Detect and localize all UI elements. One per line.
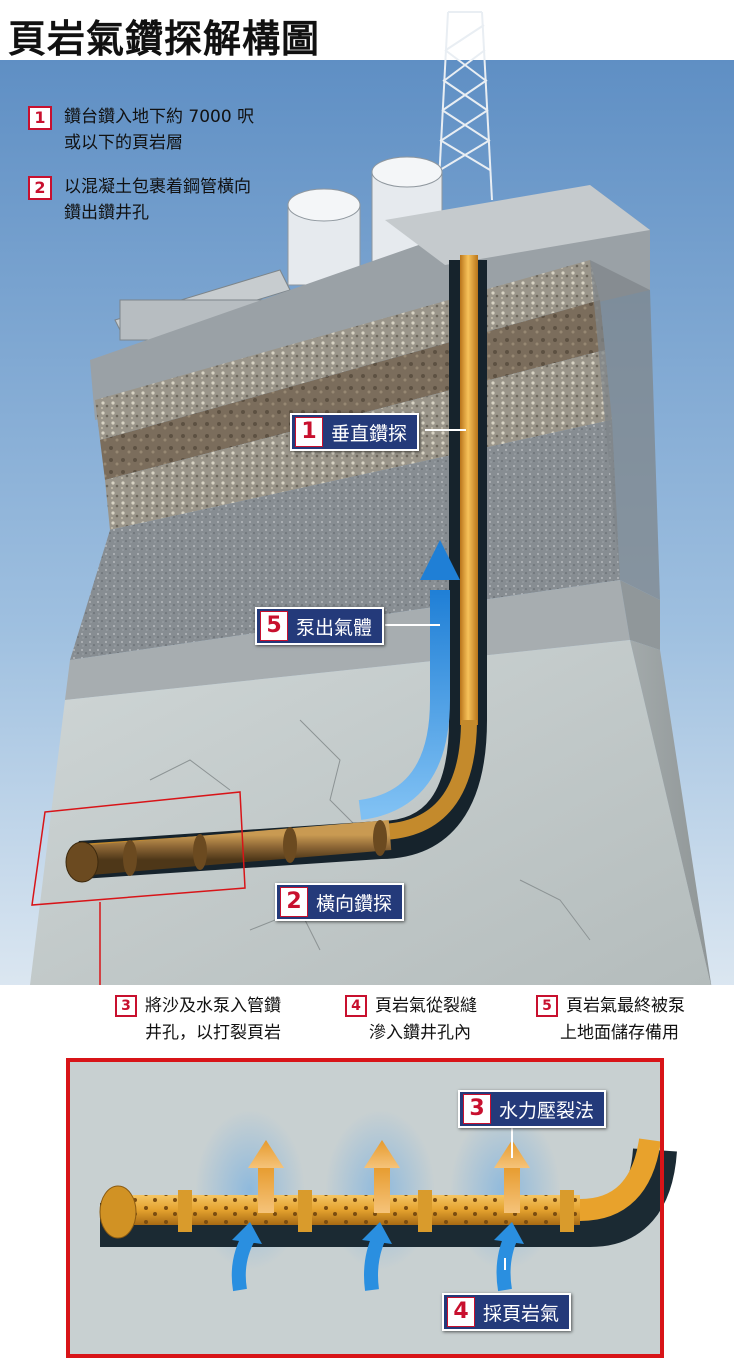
tag-gas-label: 採頁岩氣: [483, 1302, 560, 1325]
step-1: 1 鑽台鑽入地下約 7000 呎或以下的頁岩層: [28, 104, 254, 156]
bottom-step-4-line2: 滲入鑽井孔內: [369, 1023, 471, 1043]
bottom-step-4-line1: 頁岩氣從裂縫: [375, 996, 477, 1016]
tag-horizontal-number: 2: [280, 887, 308, 917]
horizontal-pipe: [65, 820, 392, 883]
bottom-step-5-line1: 頁岩氣最終被泵: [566, 996, 685, 1016]
step-2: 2 以混凝土包裹着鋼管橫向鑽出鑽井孔: [28, 174, 251, 226]
bottom-step-3-line2: 井孔，以打裂頁岩: [145, 1023, 281, 1043]
bottom-step-4: 4 頁岩氣從裂縫 滲入鑽井孔內: [345, 993, 477, 1047]
tag-pump-label: 泵出氣體: [296, 616, 373, 639]
tag-frack-number: 3: [463, 1094, 491, 1124]
bottom-step-3-number: 3: [115, 995, 137, 1017]
tag-horizontal-label: 橫向鑽探: [316, 892, 393, 915]
tag-vertical-number: 1: [295, 417, 323, 447]
tag-hydraulic-fracturing: 3 水力壓裂法: [458, 1090, 607, 1128]
bottom-step-3-line1: 將沙及水泵入管鑽: [145, 996, 281, 1016]
step-1-line1: 鑽台鑽入地下約 7000 呎: [64, 107, 255, 127]
step-2-line1: 以混凝土包裹着鋼管橫向: [64, 177, 251, 197]
bottom-step-3: 3 將沙及水泵入管鑽 井孔，以打裂頁岩: [115, 993, 281, 1047]
tag-pump-gas: 5 泵出氣體: [255, 607, 385, 645]
tag-horizontal-drilling: 2 橫向鑽探: [275, 883, 405, 921]
tag-pump-number: 5: [260, 611, 288, 641]
tag-frack-label: 水力壓裂法: [499, 1099, 595, 1122]
step-1-line2: 或以下的頁岩層: [64, 133, 183, 153]
step-2-line2: 鑽出鑽井孔: [64, 203, 149, 223]
bottom-step-5-line2: 上地面儲存備用: [560, 1023, 679, 1043]
step-1-number: 1: [28, 106, 52, 130]
zoom-region: [31, 791, 246, 906]
pipe-bend: [79, 719, 477, 860]
bottom-step-5: 5 頁岩氣最終被泵 上地面儲存備用: [536, 993, 685, 1047]
vertical-pipe: [460, 255, 478, 725]
tag-vertical-label: 垂直鑽探: [331, 422, 408, 445]
tag-gas-number: 4: [447, 1297, 475, 1327]
gas-flow-arrow: [358, 540, 460, 820]
tag-extract-shale-gas: 4 採頁岩氣: [442, 1293, 572, 1331]
step-2-number: 2: [28, 176, 52, 200]
bottom-step-4-number: 4: [345, 995, 367, 1017]
diagram-title: 頁岩氣鑽探解構圖: [8, 16, 321, 61]
caption-band: [0, 985, 734, 1065]
drill-pad: [385, 185, 650, 265]
bottom-step-5-number: 5: [536, 995, 558, 1017]
tag-vertical-drilling: 1 垂直鑽探: [290, 413, 420, 451]
